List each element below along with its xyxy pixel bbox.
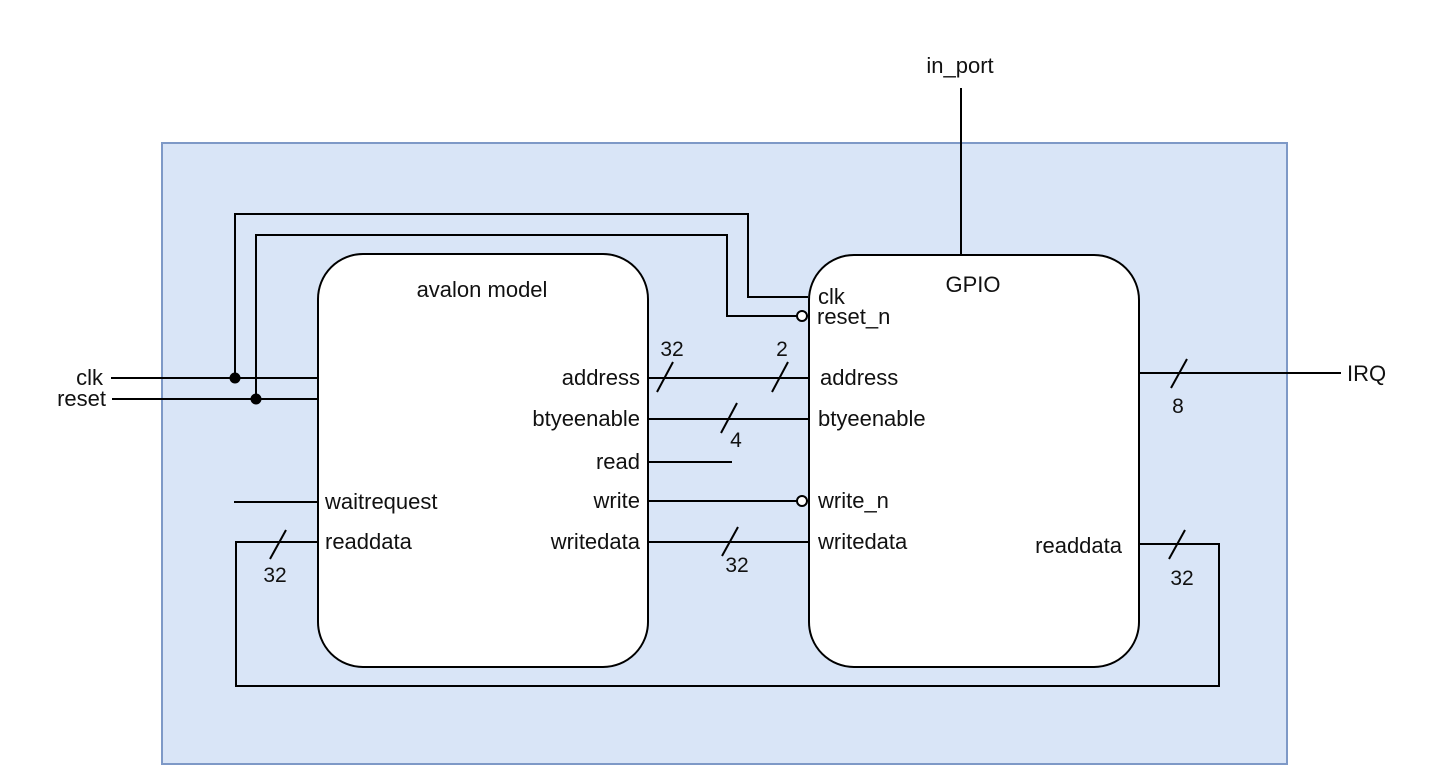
net-irq bbox=[1138, 358, 1341, 389]
gpio-block-title: GPIO bbox=[945, 272, 1001, 297]
net-clk bbox=[111, 213, 808, 379]
net-writedata bbox=[647, 526, 808, 557]
bus-width-btyeenable: 4 bbox=[730, 429, 742, 452]
gpio-block bbox=[808, 254, 1140, 668]
signal-label-clk: clk bbox=[76, 365, 103, 390]
write-n-bubble bbox=[796, 495, 808, 507]
clk-junction-dot bbox=[229, 372, 241, 384]
gpio-port-address: address bbox=[820, 365, 899, 390]
net-reset bbox=[112, 234, 797, 400]
signal-label-irq: IRQ bbox=[1347, 361, 1387, 386]
avalon-port-write: write bbox=[593, 488, 640, 513]
bus-width-gpio-address: 2 bbox=[776, 338, 788, 361]
gpio-port-btyeenable: btyeenable bbox=[818, 406, 926, 431]
net-address bbox=[647, 361, 808, 393]
bus-width-irq: 8 bbox=[1172, 395, 1184, 418]
avalon-block-title: avalon model bbox=[416, 277, 548, 302]
avalon-model-block bbox=[317, 253, 649, 668]
bus-width-writedata: 32 bbox=[725, 554, 749, 577]
avalon-port-btyeenable: btyeenable bbox=[532, 406, 640, 431]
reset-junction-dot bbox=[250, 393, 262, 405]
signal-label-in-port: in_port bbox=[926, 53, 994, 78]
bus-width-gpio-readdata: 32 bbox=[1170, 567, 1194, 590]
bus-width-avalon-address: 32 bbox=[660, 338, 684, 361]
signal-label-reset: reset bbox=[57, 386, 106, 411]
avalon-port-writedata: writedata bbox=[550, 529, 640, 554]
gpio-port-write-n: write_n bbox=[818, 488, 889, 513]
gpio-port-writedata: writedata bbox=[818, 529, 908, 554]
net-btyeenable bbox=[647, 402, 808, 434]
gpio-port-clk: clk bbox=[818, 284, 845, 309]
avalon-port-address: address bbox=[561, 365, 640, 390]
avalon-port-waitrequest: waitrequest bbox=[325, 489, 438, 514]
reset-n-bubble bbox=[796, 310, 808, 322]
avalon-port-read: read bbox=[595, 449, 640, 474]
gpio-port-readdata: readdata bbox=[1035, 533, 1122, 558]
net-readdata bbox=[235, 529, 1220, 687]
bus-width-avalon-readdata: 32 bbox=[263, 564, 287, 587]
gpio-port-reset-n: reset_n bbox=[817, 304, 891, 329]
avalon-port-readdata: readdata bbox=[325, 529, 412, 554]
